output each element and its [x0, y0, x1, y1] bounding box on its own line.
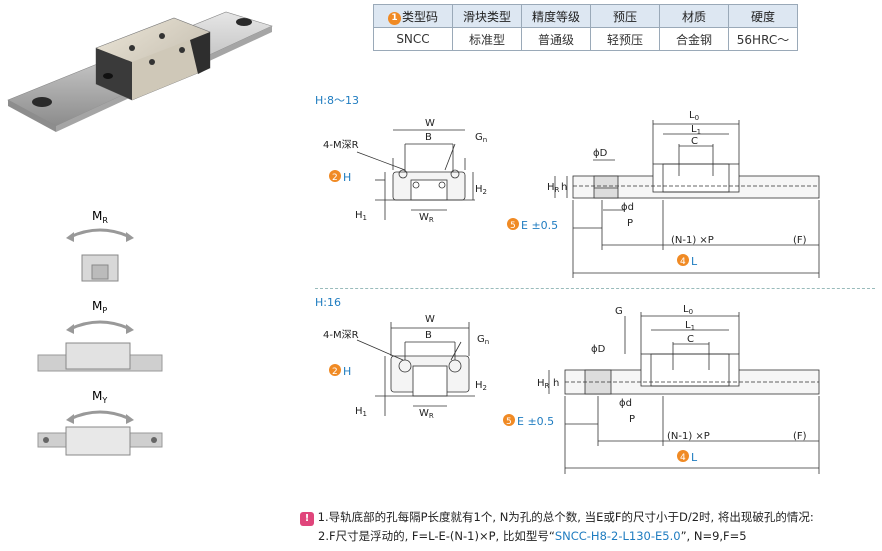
my-label: MY — [92, 389, 107, 405]
product-photo — [7, 11, 273, 132]
section-2-drawing: W B Gn 4-M深R H1 H2 WR G L0 L1 C ϕD ϕd HR… — [323, 304, 820, 474]
value-slider-type: 标准型 — [452, 27, 522, 51]
header-slider-type: 滑块类型 — [452, 4, 522, 28]
my-block-icon — [65, 426, 131, 456]
mr-arrow-icon — [69, 228, 131, 239]
num-1-badge: 1 — [387, 11, 401, 25]
note-line-1: ! 1.导轨底部的孔每隔P长度就有1个, N为孔的总个数, 当E或F的尺寸小于D… — [300, 509, 878, 526]
num-L-badge-2: 4 — [680, 453, 686, 463]
value-material: 合金钢 — [659, 27, 729, 51]
section-1-drawing: W B Gn 4-M深R H1 H2 WR L0 L1 C ϕD ϕd HR h… — [323, 110, 820, 278]
dim-B-2: B — [425, 330, 432, 341]
dim-C-2: C — [687, 334, 694, 345]
dim-G-2: G — [615, 306, 623, 317]
dim-E-2: E ±0.5 — [517, 415, 554, 428]
dim-L0-2: L0 — [683, 304, 693, 316]
dim-C: C — [691, 136, 698, 147]
dim-phiD-2: ϕD — [591, 344, 606, 355]
dim-h: h — [561, 182, 567, 193]
spec-table-value-row: SNCC 标准型 普通级 轻预压 合金钢 56HRC～ — [373, 27, 798, 51]
mp-arrow-icon — [69, 320, 131, 331]
value-type-code: SNCC — [373, 27, 453, 51]
dim-L1-2: L1 — [685, 320, 695, 332]
dim-NP-2: (N-1) ×P — [667, 431, 710, 442]
mp-label: MP — [92, 299, 107, 315]
section-divider — [315, 288, 875, 289]
note-line-2-text-b: ”, N=9,F=5 — [680, 529, 747, 543]
dim-phiD: ϕD — [593, 148, 608, 159]
section-1-title: H:8～13 — [315, 94, 359, 107]
num-L-badge: 4 — [680, 257, 686, 267]
warning-icon: ! — [300, 512, 314, 526]
moment-diagrams: MR MP MY — [37, 209, 163, 456]
dim-L0: L0 — [689, 110, 699, 122]
dim-WR-2: WR — [419, 408, 434, 420]
dim-P: P — [627, 218, 633, 229]
dim-M: 4-M深R — [323, 139, 359, 151]
header-precision: 精度等级 — [521, 4, 591, 28]
notes: ! 1.导轨底部的孔每隔P长度就有1个, N为孔的总个数, 当E或F的尺寸小于D… — [300, 509, 878, 544]
dim-H2-2: H2 — [475, 380, 487, 392]
dim-Gn-2: Gn — [477, 334, 489, 346]
dim-H1-2: H1 — [355, 406, 367, 418]
dim-WR: WR — [419, 212, 434, 224]
dim-phid-2: ϕd — [619, 398, 632, 409]
dim-M-2: 4-M深R — [323, 329, 359, 341]
dim-E: E ±0.5 — [521, 219, 558, 232]
dim-H2: H2 — [475, 184, 487, 196]
dim-F: (F) — [793, 235, 807, 246]
dim-H1: H1 — [355, 210, 367, 222]
mp-block-icon — [65, 342, 131, 370]
dim-L: L — [691, 255, 698, 268]
dim-hR: HR — [547, 182, 560, 194]
dim-phid: ϕd — [621, 202, 634, 213]
note-model-code: SNCC-H8-2-L130-E5.0 — [554, 529, 681, 543]
value-preload: 轻预压 — [590, 27, 660, 51]
header-preload: 预压 — [590, 4, 660, 28]
dim-B: B — [425, 132, 432, 143]
dim-P-2: P — [629, 414, 635, 425]
value-hardness: 56HRC～ — [728, 27, 798, 51]
section-2-title: H:16 — [315, 296, 341, 309]
dim-H: H — [343, 171, 351, 184]
header-material: 材质 — [659, 4, 729, 28]
dim-hR-2: HR — [537, 378, 550, 390]
mr-label: MR — [92, 209, 108, 225]
dim-W: W — [425, 118, 435, 129]
num-E-badge: 5 — [510, 221, 516, 231]
num-H-badge: 2 — [332, 173, 338, 183]
header-hardness: 硬度 — [728, 4, 798, 28]
dim-H-2: H — [343, 365, 351, 378]
num-E-badge-2: 5 — [506, 417, 512, 427]
note-line-2: 2.F尺寸是浮动的, F=L-E-(N-1)×P, 比如型号“SNCC-H8-2… — [318, 528, 878, 544]
value-precision: 普通级 — [521, 27, 591, 51]
dim-F-2: (F) — [793, 431, 807, 442]
note-line-2-text-a: 2.F尺寸是浮动的, F=L-E-(N-1)×P, 比如型号“ — [318, 529, 555, 543]
header-type-code-label: 类型码 — [401, 9, 438, 24]
num-H-badge-2: 2 — [332, 367, 338, 377]
my-arrow-icon — [69, 410, 131, 421]
dim-h-2: h — [553, 378, 559, 389]
dim-L1: L1 — [691, 124, 701, 136]
dim-NP: (N-1) ×P — [671, 235, 714, 246]
note-line-1-text: 1.导轨底部的孔每隔P长度就有1个, N为孔的总个数, 当E或F的尺寸小于D/2… — [317, 510, 814, 524]
dim-Gn: Gn — [475, 132, 487, 144]
dim-L-2: L — [691, 451, 698, 464]
dim-W-2: W — [425, 314, 435, 325]
